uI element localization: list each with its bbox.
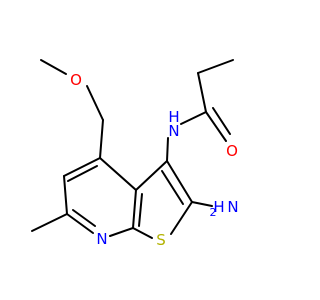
bond-ether-ch2	[86, 85, 104, 121]
bond-c7a-c3a	[132, 189, 137, 229]
hydrogen-amino-count: 2	[210, 206, 217, 219]
bond-layer	[31, 59, 234, 239]
hydrogen-amide-label: H	[168, 108, 179, 126]
nitrogen-ring-label: N	[96, 230, 107, 248]
bond-c4-c5	[63, 157, 101, 177]
bond-c2-s1	[170, 201, 193, 235]
bond-c3a-c3	[135, 160, 168, 191]
bond-carbonyl-o	[205, 111, 227, 142]
molecule-structure: O N H O N H 2 S N	[31, 59, 239, 249]
oxygen-carbonyl-label: O	[226, 142, 238, 160]
bond-methyl-ether	[40, 59, 67, 75]
bond-c3a-c4	[99, 157, 137, 191]
bond-c3-c2	[166, 160, 193, 203]
nitrogen-amide-label: N	[168, 122, 179, 140]
sulfur-label: S	[156, 231, 166, 249]
bond-c3-c2-inner	[161, 170, 184, 205]
bond-s1-c7a	[132, 227, 153, 239]
bond-c7a-c3a-inner	[138, 193, 143, 227]
nitrogen-amino-label: N	[227, 198, 238, 216]
oxygen-ether-label: O	[70, 71, 82, 89]
structure-canvas: O N H O N H 2 S N	[31, 59, 239, 249]
bond-c3-amide-n	[166, 137, 169, 162]
bond-n7-c7a	[109, 227, 134, 237]
bond-carbonyl-ch2	[197, 72, 207, 113]
bond-c4-c5-inner	[67, 165, 98, 182]
bond-c2-amino	[191, 201, 213, 207]
bond-amide-n-carbonyl	[180, 111, 207, 125]
bond-carbonyl-o-double	[212, 107, 231, 135]
bond-c6-n7-inner	[72, 209, 96, 227]
bond-c6-methyl	[31, 213, 68, 232]
hydrogen-amino-label: H	[213, 198, 224, 216]
bond-ch2-ch3	[197, 59, 234, 74]
bond-ch2-c4	[99, 119, 104, 159]
bond-c6-n7	[66, 213, 94, 234]
bond-c5-c6	[63, 175, 68, 215]
